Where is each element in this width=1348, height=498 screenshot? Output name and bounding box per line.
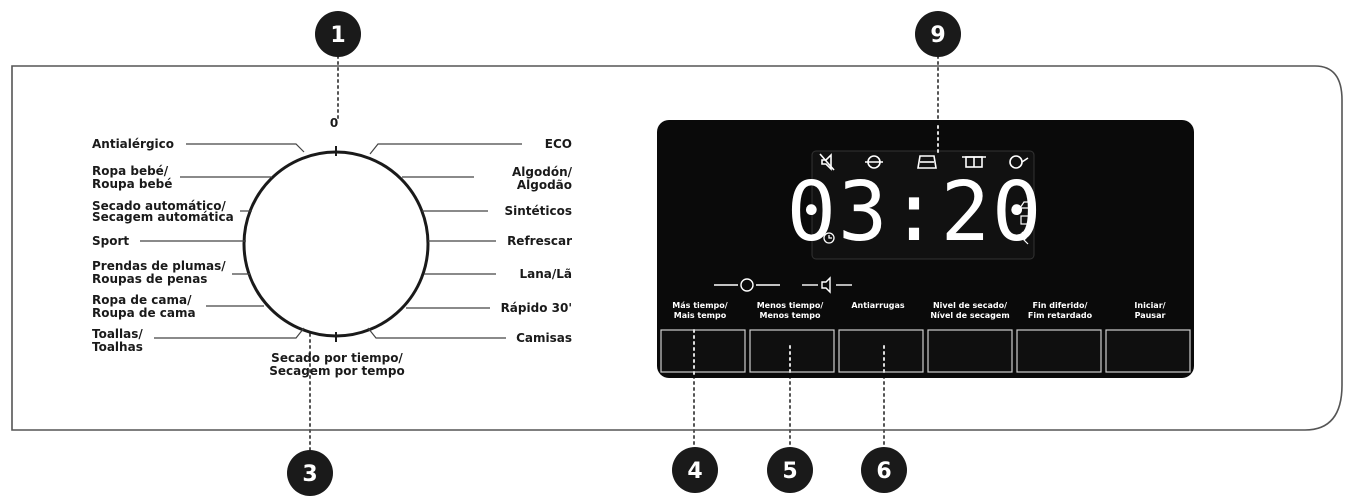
program-sinteticos: Sintéticos [504,204,572,218]
drum-icon [865,155,883,169]
drum-icon-small [714,278,780,292]
panel-outline [11,65,1343,431]
program-sport: Sport [92,234,129,248]
lcd-window [811,150,1035,260]
program-refrescar: Refrescar [507,234,572,248]
callout-6: 6 [861,447,907,493]
program-secado-automatico: Secado automático/Secagem automática [92,199,234,224]
cupboard-icon [962,156,986,168]
program-dial[interactable] [242,146,430,342]
button-mas-tiempo[interactable] [660,329,746,373]
hanger-icon [1020,215,1031,225]
clock-icon [823,232,835,244]
delay-icon [1009,155,1029,169]
button-fin-diferido[interactable] [1016,329,1102,373]
program-rapido-30: Rápido 30' [501,301,572,315]
callout-5: 5 [767,447,813,493]
svg-text:9: 9 [930,23,945,48]
svg-text:3: 3 [302,462,317,487]
button-label-iniciar: Iniciar/Pausar [1134,301,1165,320]
svg-text:1: 1 [330,23,345,48]
program-antialergico: Antialérgico [92,137,174,151]
program-ropa-cama: Ropa de cama/Roupa de cama [92,293,196,320]
callout-1: 1 [315,11,361,57]
button-menos-tiempo[interactable] [749,329,835,373]
program-eco: ECO [545,137,572,151]
program-ropa-bebe: Ropa bebé/Roupa bebé [92,164,172,191]
button-label-nivel-secado: Nivel de secado/Nível de secagem [930,301,1009,320]
callout-9: 9 [915,11,961,57]
crease-icon [1021,231,1029,245]
svg-text:6: 6 [876,459,891,484]
program-camisas: Camisas [516,331,572,345]
button-label-mas-tiempo: Más tiempo/Mais tempo [672,301,727,320]
iron-icon [1018,201,1031,209]
display-panel: 03:20 Más tiempo/Mais tempo Menos tie [657,120,1194,378]
button-iniciar-pausar[interactable] [1105,329,1191,373]
button-label-fin-diferido: Fin diferido/Fim retardado [1028,301,1093,320]
time-readout: 03:20 [787,165,1044,260]
button-label-menos-tiempo: Menos tiempo/Menos tempo [757,301,824,320]
svg-text:4: 4 [687,459,702,484]
mute-icon-small [802,276,852,294]
program-toallas: Toallas/Toalhas [92,327,143,354]
button-label-antiarrugas: Antiarrugas [851,301,905,310]
callout-3: 3 [287,450,333,496]
program-algodon: Algodón/Algodão [512,165,573,192]
button-antiarrugas[interactable] [838,329,924,373]
button-nivel-secado[interactable] [927,329,1013,373]
dial-zero-label: 0 [330,116,338,130]
shirt-icon [917,155,937,169]
dial-leaders [140,143,522,339]
svg-text:5: 5 [782,459,797,484]
callout-4: 4 [672,447,718,493]
program-secado-por-tiempo: Secado por tiempo/Secagem por tempo [269,351,405,378]
dial-knob[interactable] [242,150,430,338]
program-lana: Lana/Lã [519,267,572,281]
program-prendas-plumas: Prendas de plumas/Roupas de penas [92,259,226,286]
mute-icon [819,153,835,171]
